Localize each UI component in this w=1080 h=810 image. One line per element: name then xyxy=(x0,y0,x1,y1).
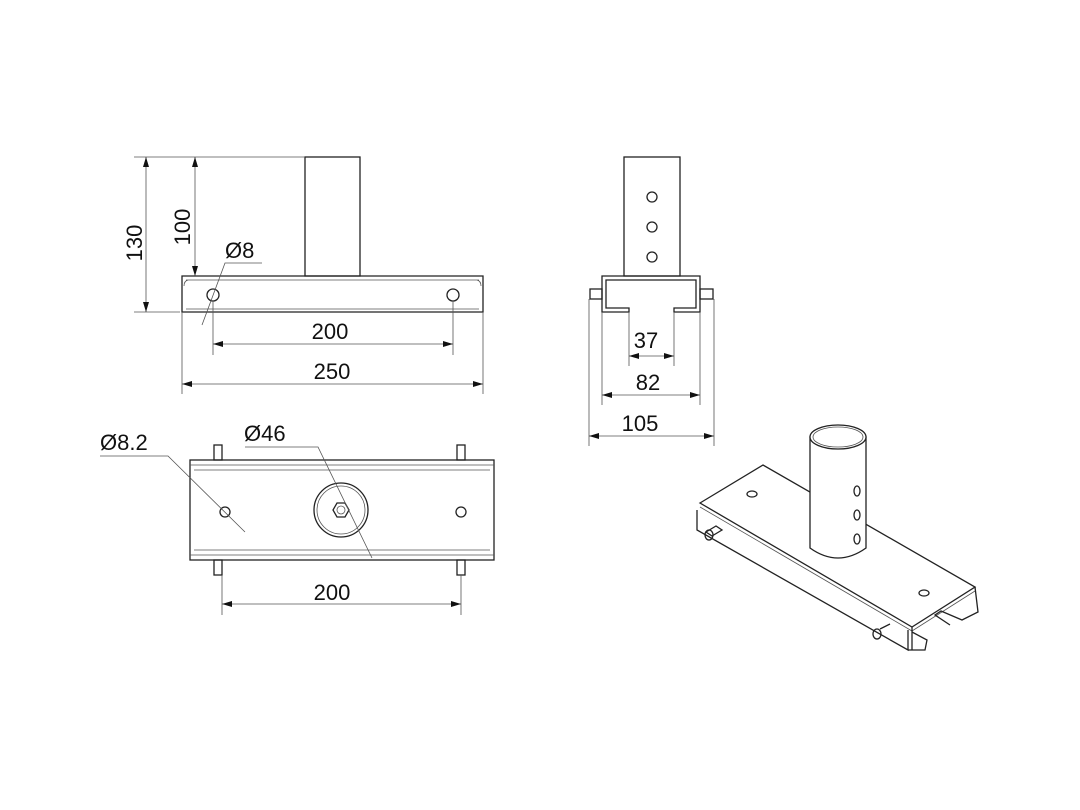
dim-130: 130 xyxy=(122,225,147,262)
isometric-view xyxy=(696,424,979,652)
dim-tube-46: Ø46 xyxy=(244,421,286,446)
dim-200-front: 200 xyxy=(312,319,349,344)
channel-profile xyxy=(601,275,701,313)
tube-front xyxy=(304,156,361,277)
dim-100: 100 xyxy=(170,209,195,246)
dim-37: 37 xyxy=(634,328,658,353)
dim-250: 250 xyxy=(314,359,351,384)
base-plate-front xyxy=(181,275,484,313)
mount-hole-right xyxy=(446,288,460,302)
tube-side xyxy=(623,156,681,277)
side-view: 37 82 105 xyxy=(588,156,715,446)
tube-iso xyxy=(809,436,867,559)
hole-right-top xyxy=(455,506,467,518)
dim-82: 82 xyxy=(636,370,660,395)
base-plate-top xyxy=(189,459,495,561)
pin-right xyxy=(699,288,714,300)
tube-top xyxy=(313,482,369,538)
pin-left xyxy=(589,288,603,300)
top-view: Ø8.2 Ø46 200 xyxy=(100,421,495,615)
dim-hole-8-2: Ø8.2 xyxy=(100,430,148,455)
dim-200-top: 200 xyxy=(314,580,351,605)
front-view: 130 100 Ø8 200 250 xyxy=(122,156,484,394)
dim-hole-8: Ø8 xyxy=(225,238,254,263)
dim-105: 105 xyxy=(622,411,659,436)
hole-left-top xyxy=(219,506,231,518)
